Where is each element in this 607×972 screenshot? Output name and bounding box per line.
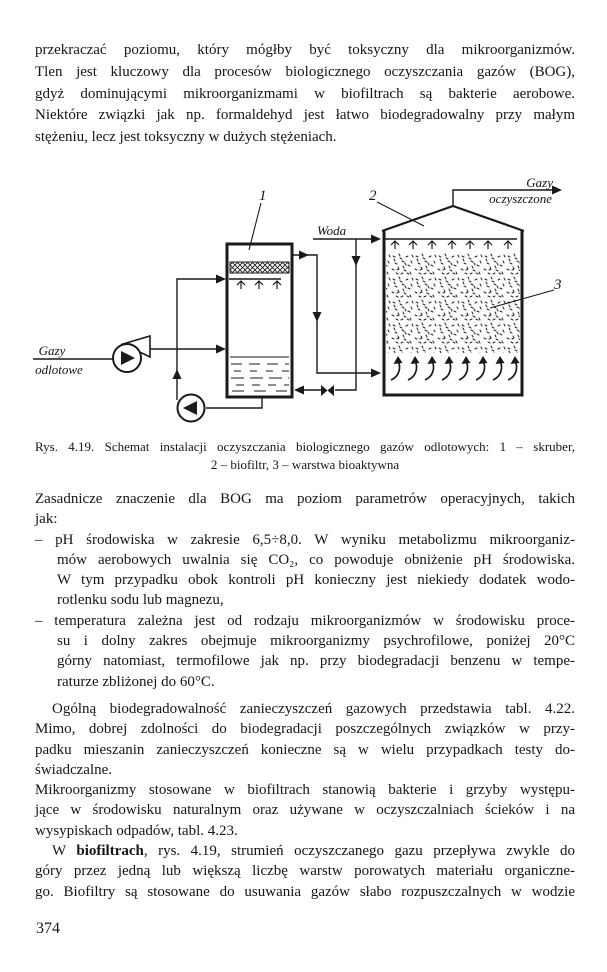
label-gazy-oczyszczone-2: oczyszczone: [489, 191, 552, 206]
text-line: Mimo, dobrej zdolności do biodegradacji …: [35, 721, 575, 738]
text-line: jące w środowisku naturalnym oraz używan…: [35, 802, 575, 819]
text-line: rotlenku sodu lub magnezu,: [57, 592, 224, 609]
packing-hatch: [229, 261, 290, 274]
bold-biofiltrach: biofiltrach: [76, 843, 144, 860]
text-line: padku mieszanin zanieczyszczeń konieczne…: [35, 741, 575, 758]
arrow-liquid-inlet: [216, 274, 226, 284]
figure-schematic-4-19: 1 2 3 Gazy odlotowe Woda Gazy oczyszczon…: [33, 175, 562, 423]
text-line: – temperatura zależna jest od rodzaju mi…: [35, 612, 575, 629]
figure-number-2: 2: [369, 188, 377, 204]
text-line: wysypiskach odpadów, tabl. 4.23.: [35, 822, 238, 839]
text-line: przekraczać poziomu, który mógłby być to…: [35, 42, 575, 58]
bioactive-layer: [386, 253, 520, 353]
figure-caption: Rys. 4.19. Schemat instalacji oczyszczan…: [35, 438, 575, 474]
text-line: gdyż dominującymi mikroorganizmami w bio…: [35, 85, 575, 102]
pump-icon: [176, 393, 206, 423]
text-line: W tym przypadku obok kontroli pH koniecz…: [57, 572, 575, 589]
text-line: jak:: [35, 511, 58, 528]
text-line: Mikroorganizmy stosowane w biofiltrach s…: [35, 782, 575, 799]
scrubber-vessel: [225, 242, 294, 399]
pipe-water-branch: [335, 239, 357, 391]
text-line: Zasadnicze znaczenie dla BOG ma poziom p…: [35, 491, 575, 507]
figure-number-3: 3: [553, 277, 562, 293]
caption-line: 2 – biofiltr, 3 – warstwa bioaktywna: [210, 457, 400, 472]
arrow-riser-up: [172, 369, 182, 379]
text-line: – pH środowiska w zakresie 6,5÷8,0. W wy…: [35, 531, 575, 548]
biofilter-roof: [381, 204, 525, 233]
label-gazy-odlotowe-2: odlotowe: [35, 362, 83, 377]
text-line: raturze zbliżonej do 60°C.: [57, 673, 215, 690]
caption-line: Rys. 4.19. Schemat instalacji oczyszczan…: [35, 439, 575, 454]
label-gazy-oczyszczone-1: Gazy: [526, 175, 553, 190]
text-line: mów aerobowych uwalnia się CO₂, co powod…: [57, 551, 575, 568]
body-text: Zasadnicze znaczenie dla BOG ma poziom p…: [35, 489, 575, 902]
arrow-clean-gas-out: [552, 185, 562, 195]
sump-liquid: [230, 356, 289, 392]
text-line: stężeniu, lecz jest toksyczny w dużych s…: [35, 129, 337, 146]
figure-number-1: 1: [259, 188, 267, 204]
arrow-downcomer: [312, 312, 322, 322]
text-line: go. Biofiltry są stosowane do usuwania g…: [35, 883, 575, 900]
arrow-woda-in: [371, 234, 381, 244]
text-line: górny natomiast, termofilowe jak np. prz…: [57, 653, 575, 670]
gas-flow-arrows: [390, 355, 521, 381]
leader-2: [376, 201, 425, 227]
text-line: W biofiltrach, rys. 4.19, strumień oczys…: [52, 843, 575, 860]
arrow-gas-to-biofilter: [371, 368, 381, 378]
pipe-scrubber-to-biofilter: [292, 254, 374, 374]
leader-3: [489, 289, 555, 309]
label-woda: Woda: [317, 223, 347, 238]
label-gazy-odlotowe-1: Gazy: [39, 343, 66, 358]
text-line: świadczalne.: [35, 761, 113, 778]
fan-icon: [112, 334, 151, 373]
text-line: Tlen jest kluczowy dla procesów biologic…: [35, 63, 575, 80]
valve-icon: [321, 385, 334, 396]
page-number: 374: [36, 920, 60, 937]
arrow-branch-down: [351, 256, 361, 266]
text-line: Ogólną biodegradowalność zanieczyszczeń …: [52, 700, 575, 717]
biofilter-vessel: [381, 204, 525, 397]
text-line: góry przez jedną lub większą liczbę wars…: [35, 863, 575, 880]
arrow-makeup-water: [294, 385, 304, 395]
pipe-pump-riser: [176, 278, 218, 400]
leader-1: [248, 202, 262, 251]
text-line: su i dolny zakres obejmuje mikroorganizm…: [57, 633, 575, 650]
text-line: Niektóre związki jak np. formaldehyd jes…: [35, 107, 575, 124]
arrow-gas-inlet: [216, 344, 226, 354]
pipe-clean-gas: [452, 189, 555, 206]
arrow-scrubber-outlet: [299, 250, 309, 260]
pipe-sump-drain: [206, 398, 263, 409]
paragraph-intro: przekraczać poziomu, który mógłby być to…: [35, 40, 575, 149]
